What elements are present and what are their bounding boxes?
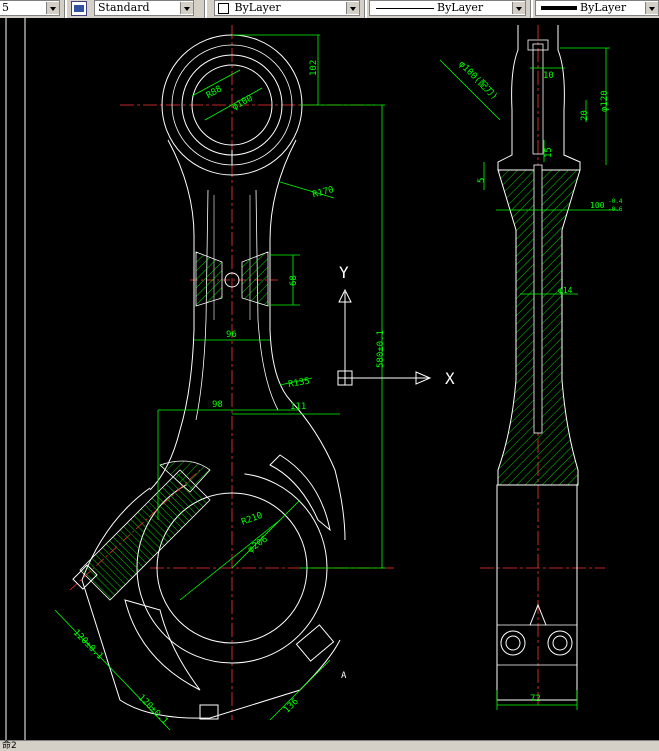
- dim-text: 120±0.1: [71, 628, 105, 662]
- side-big-end-body: [496, 484, 578, 701]
- command-line-label: 命2: [2, 741, 17, 751]
- dim-text: 100: [590, 201, 605, 210]
- color-swatch-icon: [218, 3, 229, 14]
- linetype-sample-icon: [376, 8, 434, 9]
- dim-text: 20: [580, 110, 590, 121]
- dim-text: φ206: [246, 534, 270, 555]
- chevron-down-icon[interactable]: [645, 2, 658, 14]
- properties-toolbar: 5 Standard ByLayer ByLayer ByLayer: [0, 0, 659, 19]
- dim-text: 96: [226, 330, 237, 340]
- dim-line: [231, 499, 301, 569]
- dim-text: R135: [288, 376, 311, 390]
- side-bolt-head: [547, 630, 573, 656]
- ucs-icon: Y X: [337, 263, 455, 388]
- dim-text: 15: [544, 147, 554, 158]
- lineweight-dropdown[interactable]: ByLayer: [535, 0, 659, 16]
- ucs-y-label: Y: [339, 263, 349, 282]
- big-end-cap-outline: [81, 487, 341, 719]
- dim-line: [279, 377, 313, 386]
- bolt-head: [72, 564, 98, 590]
- shank-section-hatch: [195, 251, 223, 307]
- bolt-section-hatch: [159, 460, 211, 493]
- text-style-dropdown[interactable]: Standard: [94, 0, 194, 16]
- text-style-icon[interactable]: [71, 1, 87, 16]
- side-small-end-outline: [497, 25, 581, 171]
- bolt-section-hatch: [79, 469, 211, 601]
- dim-text: 72: [530, 694, 541, 704]
- shank-oil-hole: [224, 272, 240, 288]
- dim-line: [279, 181, 335, 199]
- dim-line: [439, 59, 501, 121]
- side-small-end-oilway: [532, 43, 544, 155]
- dim-text: 5: [477, 178, 487, 183]
- dim-text: 111: [290, 402, 306, 412]
- shank-outline-left: [149, 139, 195, 491]
- toolbar-separator: [204, 0, 207, 18]
- dim-line: [191, 69, 241, 97]
- dim-text: 10: [543, 71, 554, 81]
- shank-section-hatch: [241, 251, 269, 307]
- side-shank-oilway: [533, 164, 543, 434]
- dim-text: φ100: [231, 94, 255, 113]
- bolt-axis-line: [69, 469, 201, 591]
- shank-inner-right: [255, 189, 279, 411]
- dim-text: 136: [282, 697, 301, 716]
- big-end-lightening-pocket: [124, 599, 201, 691]
- dim-text: R88: [205, 84, 224, 101]
- chevron-down-icon[interactable]: [346, 2, 359, 14]
- side-bolt-dowel: [529, 603, 547, 626]
- dim-text: R210: [240, 511, 264, 528]
- drawing-svg: 102 R88 φ100 R170 68 96 R135 98 111 580±…: [5, 18, 623, 740]
- small-end-bore-circle: [191, 64, 273, 146]
- dim-line: [179, 519, 281, 601]
- side-bolt-head: [505, 635, 521, 651]
- dim-text: φ14: [558, 286, 573, 295]
- toolbar-separator: [64, 0, 67, 18]
- dim-text: -0.4: [608, 198, 623, 205]
- bolt-nut: [199, 704, 219, 720]
- cap-boss: [295, 624, 335, 662]
- dim-text: 102: [309, 60, 319, 76]
- chevron-down-icon[interactable]: [180, 2, 193, 14]
- toolbar-separator: [530, 0, 533, 18]
- toolbar-separator: [364, 0, 367, 18]
- linetype-dropdown[interactable]: ByLayer: [369, 0, 526, 16]
- layer-dropdown[interactable]: 5: [0, 0, 60, 16]
- dim-text: R170: [311, 185, 335, 200]
- dim-text: φ100(配刀): [456, 59, 499, 102]
- chevron-down-icon[interactable]: [46, 2, 59, 14]
- side-bolt-head: [500, 630, 526, 656]
- lineweight-sample-icon: [541, 6, 577, 10]
- ucs-x-label: X: [445, 369, 455, 388]
- dim-line: [204, 87, 263, 121]
- status-bar: 命2: [0, 740, 659, 751]
- dim-text: φ120: [600, 90, 610, 112]
- color-dropdown[interactable]: ByLayer: [214, 0, 360, 16]
- chevron-down-icon[interactable]: [512, 2, 525, 14]
- dim-line: [269, 659, 331, 721]
- drawing-canvas[interactable]: 102 R88 φ100 R170 68 96 R135 98 111 580±…: [0, 18, 659, 740]
- dim-text: 580±0.1: [376, 330, 386, 368]
- side-small-end-cap: [527, 39, 549, 51]
- dim-text: 68: [289, 275, 299, 286]
- shank-outline-right: [269, 139, 346, 541]
- point-label: A: [341, 671, 347, 681]
- dim-line: [54, 609, 171, 731]
- dim-text: -0.6: [608, 206, 623, 213]
- dim-text: 98: [212, 400, 223, 410]
- side-bolt-head: [552, 635, 568, 651]
- big-end-lightening-pocket: [269, 454, 331, 532]
